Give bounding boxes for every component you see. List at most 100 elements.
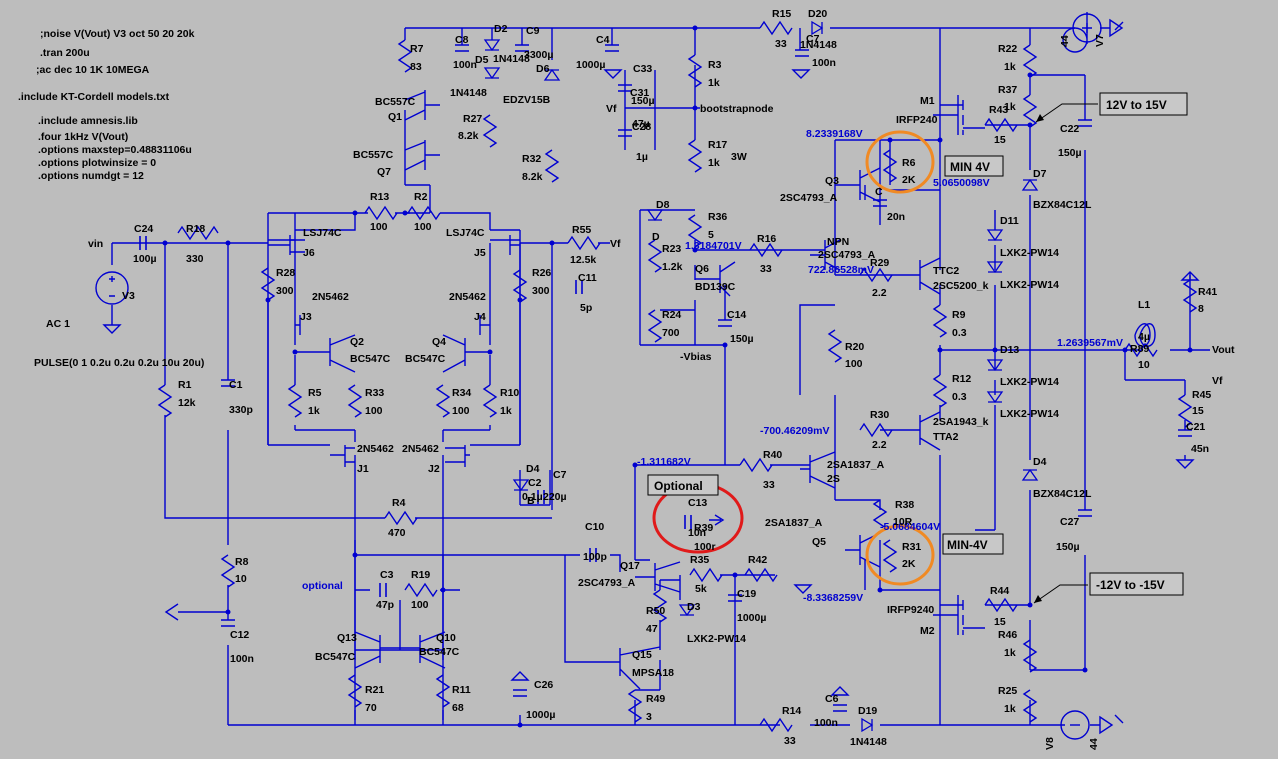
component-value-r44[interactable]: 15	[994, 616, 1006, 628]
component-value-r20[interactable]: 100	[845, 358, 863, 370]
component-value-j1_part[interactable]: 2N5462	[357, 443, 394, 455]
component-value-r16[interactable]: 33	[760, 263, 772, 275]
component-ref-r23[interactable]: R23	[662, 243, 681, 255]
component-value-c10[interactable]: 100p	[583, 551, 607, 563]
component-value-j4_part[interactable]: 2N5462	[449, 291, 486, 303]
component-value-d4_part[interactable]: BZX84C12L	[1033, 488, 1092, 500]
component-value-q3[interactable]: Q3	[825, 175, 839, 187]
component-value-q17[interactable]: Q17	[620, 560, 640, 572]
component-ref-c33[interactable]: C33	[633, 63, 652, 75]
component-ref-r32[interactable]: R32	[522, 153, 541, 165]
component-value-r33[interactable]: 100	[365, 405, 383, 417]
component-value-lxk2[interactable]: LXK2-PW14	[1000, 247, 1059, 259]
component-value-ttc2[interactable]: TTC2	[933, 265, 959, 277]
component-ref-r44[interactable]: R44	[990, 585, 1009, 597]
component-value-r35[interactable]: R35	[690, 554, 709, 566]
net-label-vf-top[interactable]: Vf	[606, 103, 617, 115]
directive-include-lib[interactable]: .include amnesis.lib	[38, 115, 138, 127]
component-value-m2_part[interactable]: IRFP9240	[887, 604, 934, 616]
component-value-r89_value[interactable]: 10	[1138, 359, 1150, 371]
component-ref-r30[interactable]: R30	[870, 409, 889, 421]
component-value-c13[interactable]: C13	[688, 497, 707, 509]
directive-numdgt[interactable]: .options numdgt = 12	[38, 170, 144, 182]
component-ref-r34[interactable]: R34	[452, 387, 471, 399]
component-value-r10[interactable]: 1k	[500, 405, 512, 417]
component-value-c4[interactable]: 1000µ	[576, 59, 605, 71]
component-value-c7_value[interactable]: 220µ	[543, 491, 567, 503]
component-ref-r11[interactable]: R11	[452, 684, 471, 696]
component-value-r12[interactable]: 0.3	[952, 391, 967, 403]
component-ref-r2[interactable]: R2	[414, 191, 428, 203]
component-ref-c[interactable]: C	[875, 186, 883, 198]
component-value-q4[interactable]: Q4	[432, 336, 446, 348]
directive-noise[interactable]: ;noise V(Vout) V3 oct 50 20 20k	[40, 28, 195, 40]
component-ref-c3[interactable]: C3	[380, 569, 394, 581]
component-ref-r45[interactable]: R45	[1192, 389, 1211, 401]
component-value-c7[interactable]: C7	[553, 469, 567, 481]
component-ref-r36[interactable]: R36	[708, 211, 727, 223]
component-ref-r49[interactable]: R49	[646, 693, 665, 705]
component-ref-c7[interactable]: C7	[806, 33, 820, 45]
component-ref-c11[interactable]: C11	[578, 272, 597, 284]
component-value-r7[interactable]: 83	[410, 61, 422, 73]
component-value-s2[interactable]: 2S	[827, 473, 840, 485]
component-ref-c24[interactable]: C24	[134, 223, 153, 235]
component-value-d11[interactable]: D11	[1000, 215, 1019, 227]
component-value-r30[interactable]: 2.2	[872, 439, 887, 451]
component-value-c8[interactable]: 100n	[453, 59, 477, 71]
component-value-l1[interactable]: L1	[1138, 299, 1150, 311]
component-ref-r17[interactable]: R17	[708, 139, 727, 151]
component-value-r24[interactable]: 700	[662, 327, 680, 339]
component-value-r3[interactable]: 1k	[708, 77, 720, 89]
component-value-d4b[interactable]: D4	[526, 463, 540, 475]
component-value-r23[interactable]: 1.2k	[662, 261, 683, 273]
component-value-c31[interactable]: 47µ	[632, 118, 650, 130]
component-value-r19[interactable]: 100	[411, 599, 429, 611]
component-ref-r6[interactable]: R6	[902, 157, 916, 169]
component-value-r28[interactable]: 300	[276, 285, 294, 297]
net-label-vbias[interactable]: -Vbias	[680, 351, 712, 363]
component-value-d3[interactable]: D3	[687, 601, 701, 613]
net-label-vin[interactable]: vin	[88, 238, 103, 250]
component-value-r29[interactable]: 2.2	[872, 287, 887, 299]
component-value-c3[interactable]: 47p	[376, 599, 394, 611]
component-value-r27[interactable]: 8.2k	[458, 130, 479, 142]
component-ref-r7[interactable]: R7	[410, 43, 424, 55]
component-ref-r41[interactable]: R41	[1198, 286, 1217, 298]
component-ref-r16[interactable]: R16	[757, 233, 776, 245]
component-value-c28[interactable]: 1µ	[636, 151, 648, 163]
component-value-j1[interactable]: J1	[357, 463, 369, 475]
component-value-d7[interactable]: D7	[1033, 168, 1047, 180]
directive-plotwinsize[interactable]: .options plotwinsize = 0	[38, 157, 156, 169]
component-ref-c26[interactable]: C26	[534, 679, 553, 691]
component-value-j6[interactable]: J6	[303, 247, 315, 259]
component-value-r45[interactable]: 15	[1192, 405, 1204, 417]
component-value-d19[interactable]: D19	[858, 705, 877, 717]
component-value-c13_value[interactable]: 10n	[688, 527, 706, 539]
component-value-d6[interactable]: D6	[536, 63, 550, 75]
component-value-d7_part[interactable]: BZX84C12L	[1033, 199, 1092, 211]
component-value-r17[interactable]: 1k	[708, 157, 720, 169]
component-value-d19_part[interactable]: 1N4148	[850, 736, 887, 748]
component-value-r4[interactable]: 470	[388, 527, 406, 539]
component-value-q10[interactable]: Q10	[436, 632, 456, 644]
component-value-r13[interactable]: 100	[370, 221, 388, 233]
component-value-r39_value[interactable]: 100r	[694, 541, 716, 553]
component-value-c24[interactable]: 100µ	[133, 253, 157, 265]
component-ref-r28[interactable]: R28	[276, 267, 295, 279]
component-ref-r1[interactable]: R1	[178, 379, 192, 391]
component-ref-r12[interactable]: R12	[952, 373, 971, 385]
component-value-r37[interactable]: 1k	[1004, 101, 1016, 113]
component-value-q13_part[interactable]: BC547C	[315, 651, 356, 663]
component-ref-c14[interactable]: C14	[727, 309, 746, 321]
component-value-q15[interactable]: Q15	[632, 649, 652, 661]
component-value-r89[interactable]: R89	[1130, 343, 1149, 355]
component-value-r43[interactable]: 15	[994, 134, 1006, 146]
component-value-d8[interactable]: D8	[656, 199, 670, 211]
component-ref-r4[interactable]: R4	[392, 497, 406, 509]
component-value-j2_part[interactable]: 2N5462	[402, 443, 439, 455]
component-value-lxk2[interactable]: LXK2-PW14	[1000, 408, 1059, 420]
component-ref-r14[interactable]: R14	[782, 705, 801, 717]
directive-include-models[interactable]: .include KT-Cordell models.txt	[18, 91, 170, 103]
component-value-c12[interactable]: 100n	[230, 653, 254, 665]
